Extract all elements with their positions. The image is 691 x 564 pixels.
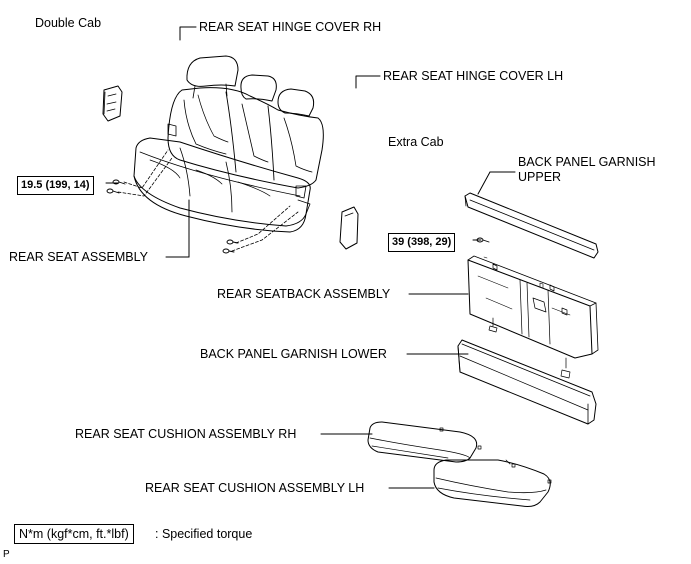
double-cab-heading: Double Cab xyxy=(35,16,102,30)
double-cab-bolts xyxy=(106,179,239,254)
back-panel-garnish-upper-part xyxy=(464,192,599,259)
back-panel-garnish-lower-part xyxy=(457,339,597,425)
label-back-panel-garnish-upper-line2: UPPER xyxy=(518,170,562,184)
torque-legend-unit: N*m (kgf*cm, ft.*lbf) xyxy=(14,524,134,544)
label-cushion-rh: REAR SEAT CUSHION ASSEMBLY RH xyxy=(75,427,297,441)
rear-seat-cushion-rh-part xyxy=(367,421,482,463)
label-hinge-cover-lh: REAR SEAT HINGE COVER LH xyxy=(383,69,564,83)
label-rear-seat-assembly: REAR SEAT ASSEMBLY xyxy=(9,250,148,264)
leader-lines xyxy=(105,26,516,489)
label-back-panel-garnish-lower: BACK PANEL GARNISH LOWER xyxy=(200,347,387,361)
rear-seatback-assembly-part xyxy=(467,255,599,379)
torque-callout-extra-cab: 39 (398, 29) xyxy=(388,233,456,252)
rear-seat-cushion-lh-part xyxy=(433,459,552,507)
extra-cab-heading: Extra Cab xyxy=(388,135,444,149)
hinge-cover-lh-part xyxy=(339,206,359,250)
extra-cab-bolt xyxy=(476,237,490,243)
torque-callout-double-cab: 19.5 (199, 14) xyxy=(17,176,94,195)
label-hinge-cover-rh: REAR SEAT HINGE COVER RH xyxy=(199,20,382,34)
figure-code: P xyxy=(3,549,10,560)
torque-legend-text: : Specified torque xyxy=(155,527,253,541)
rear-seat-assembly-part xyxy=(117,55,324,252)
label-rear-seatback-assembly: REAR SEATBACK ASSEMBLY xyxy=(217,287,391,301)
hinge-cover-rh-part xyxy=(102,85,123,122)
label-cushion-lh: REAR SEAT CUSHION ASSEMBLY LH xyxy=(145,481,365,495)
label-back-panel-garnish-upper-line1: BACK PANEL GARNISH xyxy=(518,155,656,169)
